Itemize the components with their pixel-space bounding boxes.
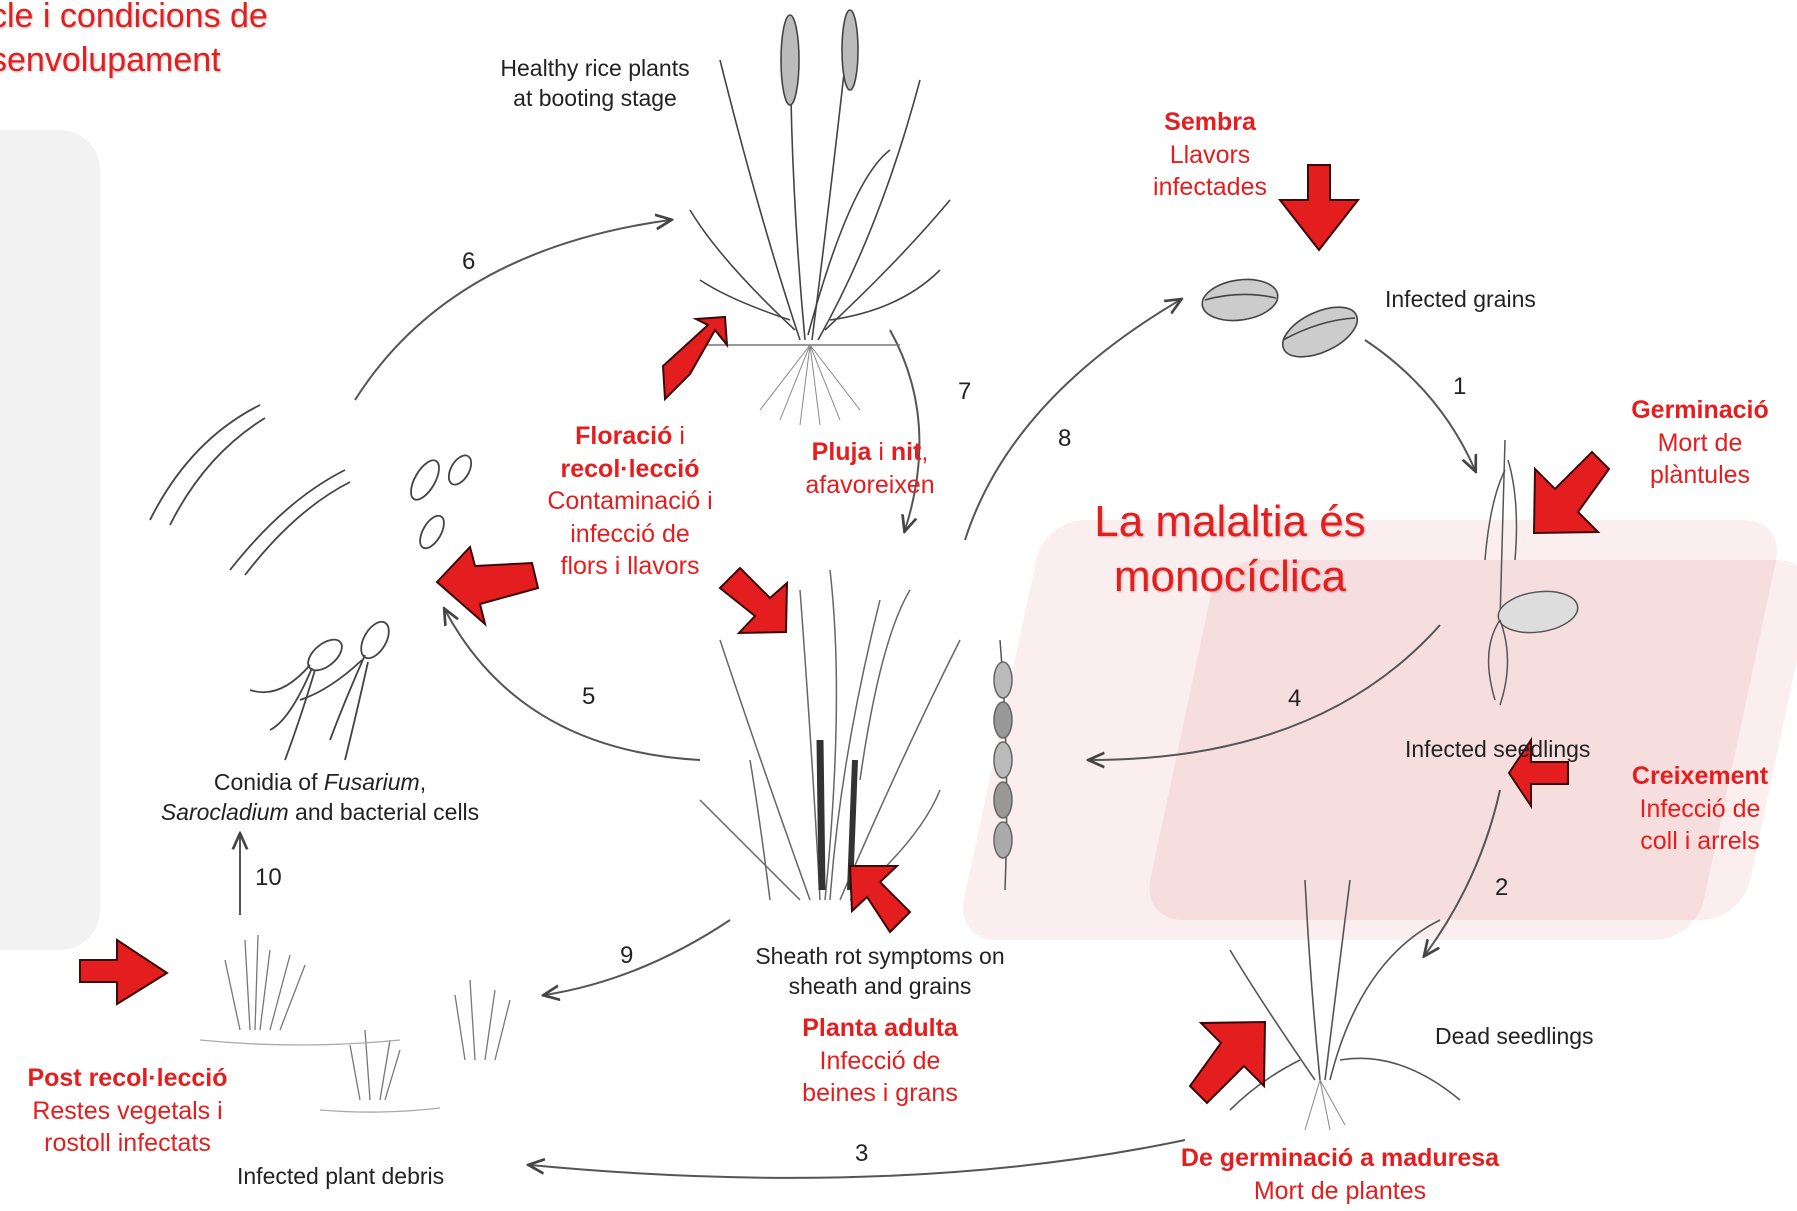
step-number-9: 9 [620,942,633,970]
annotation-maduresa: De germinació a maduresa Mort de plantes [1130,1142,1550,1207]
infected-grains-illustration [1200,275,1365,367]
red-arrow-adulta [850,866,910,932]
label-infected-seedlings: Infected seedlings [1405,735,1590,765]
annotation-post-recollecio: Post recol·lecció Restes vegetals i rost… [0,1062,255,1160]
cycle-arrow-2 [1425,790,1500,955]
cycle-arrow-9 [545,920,730,995]
sheath-rot-plant-illustration [700,570,1012,900]
step-number-10: 10 [255,864,282,892]
conidia-illustration [150,405,476,760]
step-number-2: 2 [1495,874,1508,902]
cycle-arrow-1 [1365,340,1475,470]
label-healthy-plants: Healthy rice plants at booting stage [460,54,730,114]
red-arrow-maduresa [1190,1022,1265,1103]
annotation-creixement: Creixement Infecció de coll i arrels [1610,760,1790,858]
annotation-planta-adulta: Planta adulta Infecció de beines i grans [760,1012,1000,1110]
annotation-floracio: Floració i recol·lecció Contaminació i i… [520,420,740,583]
label-infected-grains: Infected grains [1385,285,1536,315]
step-number-7: 7 [958,378,971,406]
cycle-arrow-4 [1090,625,1440,760]
label-plant-debris: Infected plant debris [237,1162,444,1192]
step-number-6: 6 [462,248,475,276]
step-number-1: 1 [1453,373,1466,401]
step-number-4: 4 [1288,685,1301,713]
cycle-arrow-5 [445,610,700,760]
label-dead-seedlings: Dead seedlings [1435,1022,1594,1052]
cycle-arrow-6 [355,220,670,400]
dead-seedlings-illustration [1230,880,1460,1130]
red-arrow-germinacio [1534,452,1609,533]
label-conidia: Conidia of Fusarium, Sarocladium and bac… [130,768,510,828]
red-arrow-floracio [663,317,727,399]
annotation-pluja: Pluja i nit, afavoreixen [750,436,990,501]
step-number-3: 3 [855,1140,868,1168]
label-sheath-rot: Sheath rot symptoms on sheath and grains [740,942,1020,1002]
annotation-germinacio: Germinació Mort de plàntules [1610,394,1790,492]
step-number-8: 8 [1058,425,1071,453]
step-number-5: 5 [582,683,595,711]
slide-title: cle i condicions de senvolupament [0,0,268,82]
red-arrow-post [80,940,167,1004]
center-statement: La malaltia és monocíclica [1060,494,1400,604]
annotation-sembra: Sembra Llavors infectades [1115,106,1305,204]
